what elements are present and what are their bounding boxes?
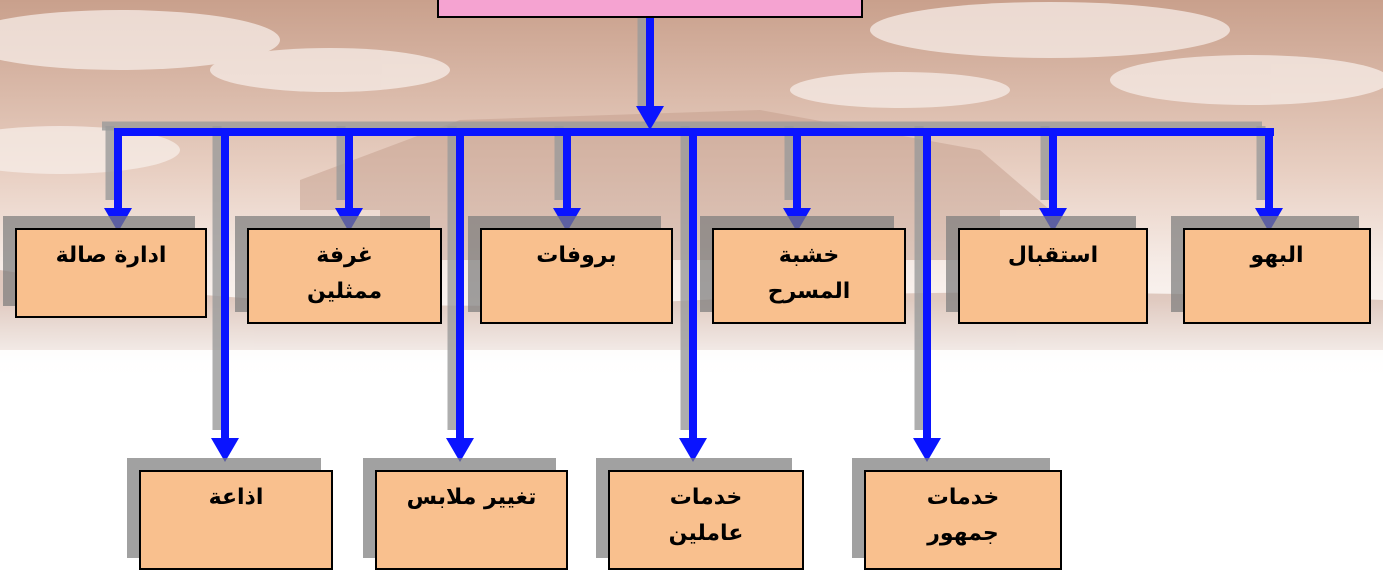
box-label: خشبة bbox=[778, 243, 840, 268]
box-public-services: خدمات جمهور bbox=[864, 470, 1062, 570]
box-broadcast: اذاعة bbox=[139, 470, 333, 570]
arrowhead bbox=[1039, 208, 1067, 232]
box-label: خدمات bbox=[926, 485, 1000, 510]
arrowhead bbox=[335, 208, 363, 232]
box-label: البهو bbox=[1250, 243, 1304, 268]
box-label: جمهور bbox=[927, 521, 999, 546]
box-stage: خشبة المسرح bbox=[712, 228, 906, 324]
box-label: تغيير ملابس bbox=[406, 485, 537, 510]
arrowhead bbox=[211, 438, 239, 462]
box-hall-management: ادارة صالة bbox=[15, 228, 207, 318]
root-box bbox=[437, 0, 863, 18]
arrowhead bbox=[783, 208, 811, 232]
box-label: اذاعة bbox=[208, 485, 264, 510]
box-label: خدمات bbox=[669, 485, 743, 510]
box-label: عاملين bbox=[668, 521, 744, 546]
box-actors-room: غرفة ممثلين bbox=[247, 228, 442, 324]
box-label: غرفة bbox=[316, 243, 373, 268]
box-label: بروفات bbox=[536, 243, 617, 268]
box-staff-services: خدمات عاملين bbox=[608, 470, 804, 570]
box-label: المسرح bbox=[767, 279, 851, 304]
arrowhead bbox=[679, 438, 707, 462]
arrowhead bbox=[913, 438, 941, 462]
box-label: استقبال bbox=[1007, 243, 1099, 268]
arrowhead bbox=[1255, 208, 1283, 232]
box-rehearsals: بروفات bbox=[480, 228, 673, 324]
arrowhead bbox=[553, 208, 581, 232]
arrowhead bbox=[104, 208, 132, 232]
box-lobby: البهو bbox=[1183, 228, 1371, 324]
box-label: ممثلين bbox=[306, 279, 383, 304]
arrowhead bbox=[446, 438, 474, 462]
box-reception: استقبال bbox=[958, 228, 1148, 324]
box-label: ادارة صالة bbox=[55, 243, 167, 268]
box-dressing-room: تغيير ملابس bbox=[375, 470, 568, 570]
arrowhead bbox=[636, 106, 664, 130]
